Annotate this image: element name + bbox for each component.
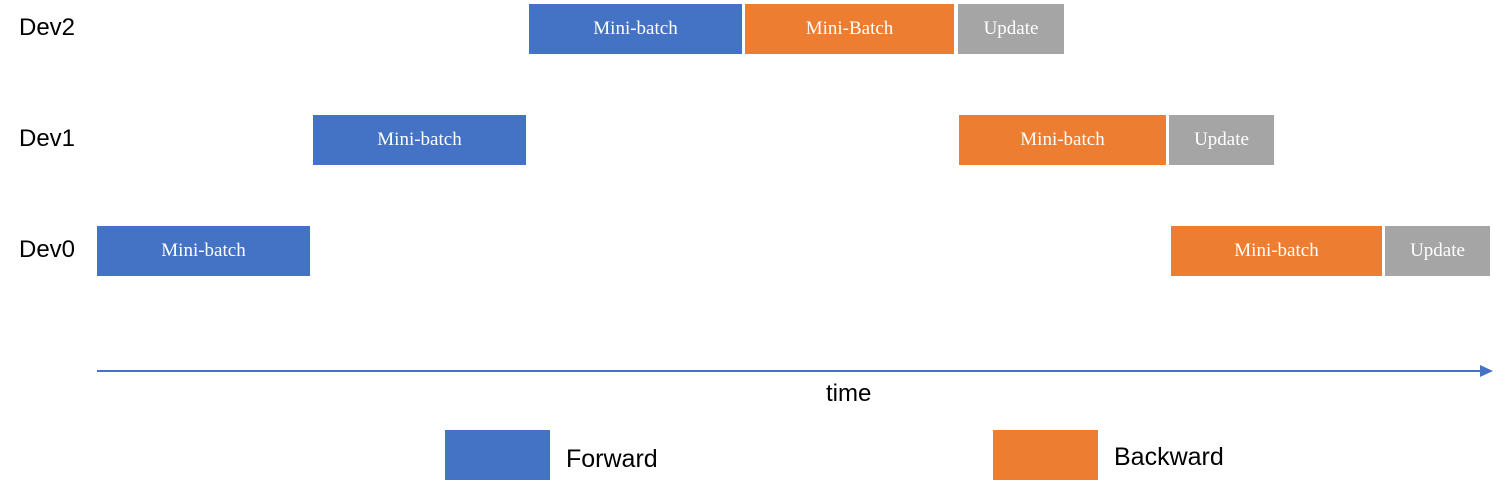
dev1-forward-block: Mini-batch (313, 115, 526, 165)
legend-backward-swatch (993, 430, 1098, 480)
arrow-right-icon (1480, 365, 1493, 377)
dev0-backward-block: Mini-batch (1171, 226, 1382, 276)
legend-forward-swatch (445, 430, 550, 480)
time-axis-line (97, 370, 1482, 372)
dev0-forward-block: Mini-batch (97, 226, 310, 276)
time-axis-label: time (826, 380, 872, 407)
legend-forward-label: Forward (566, 445, 658, 473)
dev1-label: Dev1 (19, 125, 76, 152)
dev0-update-block: Update (1385, 226, 1490, 276)
dev2-forward-block: Mini-batch (529, 4, 742, 54)
dev2-update-block: Update (958, 4, 1064, 54)
dev0-label: Dev0 (19, 236, 76, 263)
dev2-label: Dev2 (19, 14, 76, 41)
dev2-backward-block: Mini-Batch (745, 4, 954, 54)
legend-backward-label: Backward (1114, 443, 1224, 471)
dev1-update-block: Update (1169, 115, 1274, 165)
dev1-backward-block: Mini-batch (959, 115, 1166, 165)
